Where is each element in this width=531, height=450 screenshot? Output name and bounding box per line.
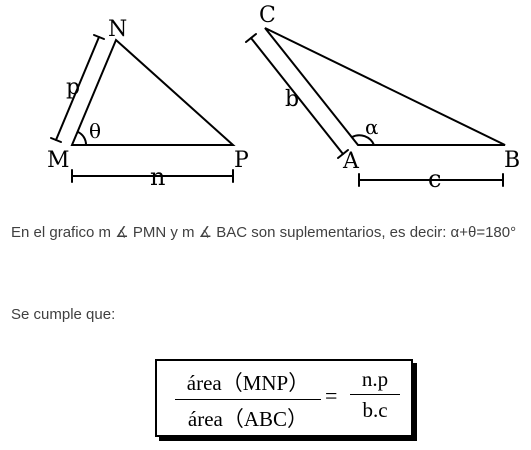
dimension-tick-p-bottom: [50, 137, 62, 143]
vertex-label-a: A: [342, 149, 360, 174]
vertex-label-b: B: [504, 148, 520, 173]
side-product-fraction: n.p b.c: [350, 367, 400, 423]
product-np: n.p: [361, 367, 389, 391]
triangle-abc: [264, 27, 506, 146]
dimension-line-p: [55, 36, 100, 141]
vertex-label-n: N: [108, 17, 127, 42]
statement-text: En el grafico m ∡ PMN y m ∡ BAC son supl…: [11, 224, 517, 241]
triangles-figure: N M P p n θ C A B b c α: [47, 3, 520, 193]
side-label-n: n: [150, 163, 165, 191]
dimension-line-b: [250, 37, 344, 155]
angle-label-theta: θ: [89, 119, 101, 143]
fraction-bar-left: [175, 399, 321, 400]
side-label-p: p: [66, 75, 80, 100]
triangle-mnp: [70, 38, 236, 146]
area-abc: área（ABC）: [187, 407, 309, 431]
side-label-c: c: [428, 165, 441, 193]
product-bc: b.c: [362, 398, 388, 422]
angle-label-alpha: α: [365, 115, 379, 139]
angle-alpha-arc: [351, 134, 375, 146]
fraction-bar-right: [350, 394, 400, 395]
area-ratio-fraction: área（MNP） área（ABC）: [175, 367, 321, 433]
angle-theta-arc: [77, 131, 88, 146]
vertex-label-p: P: [234, 148, 249, 173]
dimension-tick-b-top: [245, 33, 257, 43]
area-mnp: área（MNP）: [186, 371, 310, 395]
formula-box: área（MNP） área（ABC） = n.p b.c: [155, 359, 413, 437]
conclusion-intro: Se cumple que:: [11, 306, 116, 323]
vertex-label-m: M: [47, 148, 70, 173]
vertex-label-c: C: [259, 3, 276, 28]
side-label-b: b: [285, 87, 299, 112]
equals-sign: =: [325, 383, 338, 408]
dimension-tick-b-bottom: [337, 149, 349, 159]
dimension-tick-p-top: [93, 34, 105, 40]
